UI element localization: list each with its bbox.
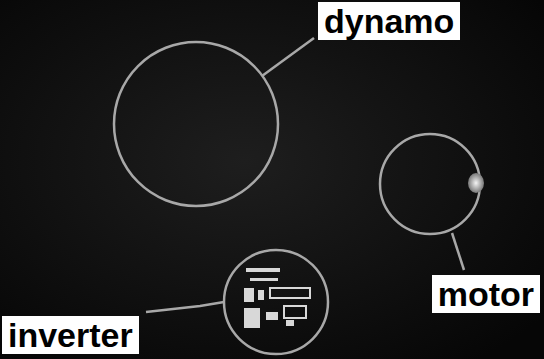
circuit-board <box>244 268 310 328</box>
leader-line <box>262 38 314 76</box>
leader-line <box>452 233 464 270</box>
part-label: dynamo <box>318 2 460 40</box>
part-label: motor <box>432 275 540 313</box>
motor-circle <box>380 134 480 234</box>
leader-line <box>146 302 224 312</box>
inverter-circle <box>224 250 328 354</box>
dynamo-circle <box>114 42 278 206</box>
motor-shaft <box>468 173 484 193</box>
part-label: inverter <box>2 316 139 354</box>
